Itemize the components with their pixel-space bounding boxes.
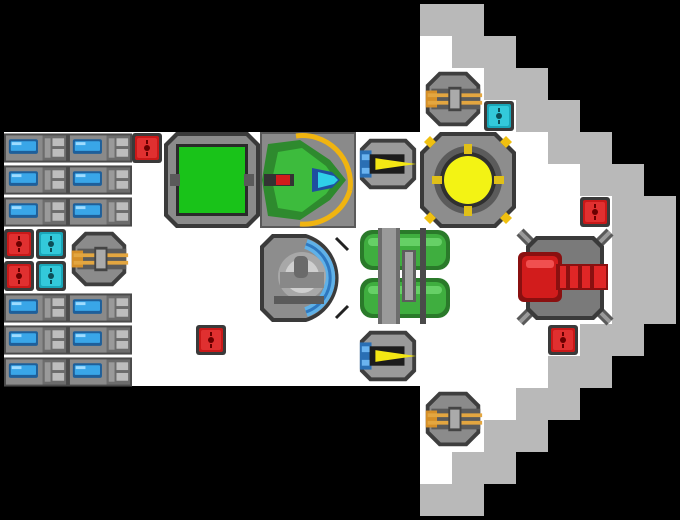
red-block-icon[interactable] (580, 197, 610, 227)
reactor-icon[interactable] (420, 132, 516, 228)
battery-icon[interactable] (4, 197, 68, 227)
missile-launcher-icon[interactable] (359, 330, 417, 382)
cockpit-icon[interactable] (260, 132, 356, 228)
gatling-turret-icon[interactable] (71, 231, 129, 287)
battery-icon[interactable] (4, 325, 68, 355)
red-cannon-icon[interactable] (516, 228, 614, 326)
red-block-icon[interactable] (4, 261, 34, 291)
screen-block-icon[interactable] (164, 132, 260, 228)
cyan-block-icon[interactable] (484, 101, 514, 131)
red-block-icon[interactable] (132, 133, 162, 163)
red-block-icon[interactable] (4, 229, 34, 259)
battery-icon[interactable] (68, 357, 132, 387)
battery-icon[interactable] (4, 357, 68, 387)
battery-icon[interactable] (4, 165, 68, 195)
battery-icon[interactable] (68, 293, 132, 323)
gatling-turret-icon[interactable] (425, 71, 483, 127)
missile-launcher-icon[interactable] (359, 138, 417, 190)
shield-dome-icon[interactable] (260, 234, 350, 322)
battery-icon[interactable] (68, 165, 132, 195)
cyan-block-icon[interactable] (36, 229, 66, 259)
battery-icon[interactable] (68, 133, 132, 163)
gatling-turret-icon[interactable] (425, 391, 483, 447)
cyan-block-icon[interactable] (36, 261, 66, 291)
red-block-icon[interactable] (196, 325, 226, 355)
fuel-tanks-icon[interactable] (356, 228, 452, 324)
battery-icon[interactable] (68, 197, 132, 227)
battery-icon[interactable] (4, 133, 68, 163)
red-block-icon[interactable] (548, 325, 578, 355)
battery-icon[interactable] (68, 325, 132, 355)
battery-icon[interactable] (4, 293, 68, 323)
